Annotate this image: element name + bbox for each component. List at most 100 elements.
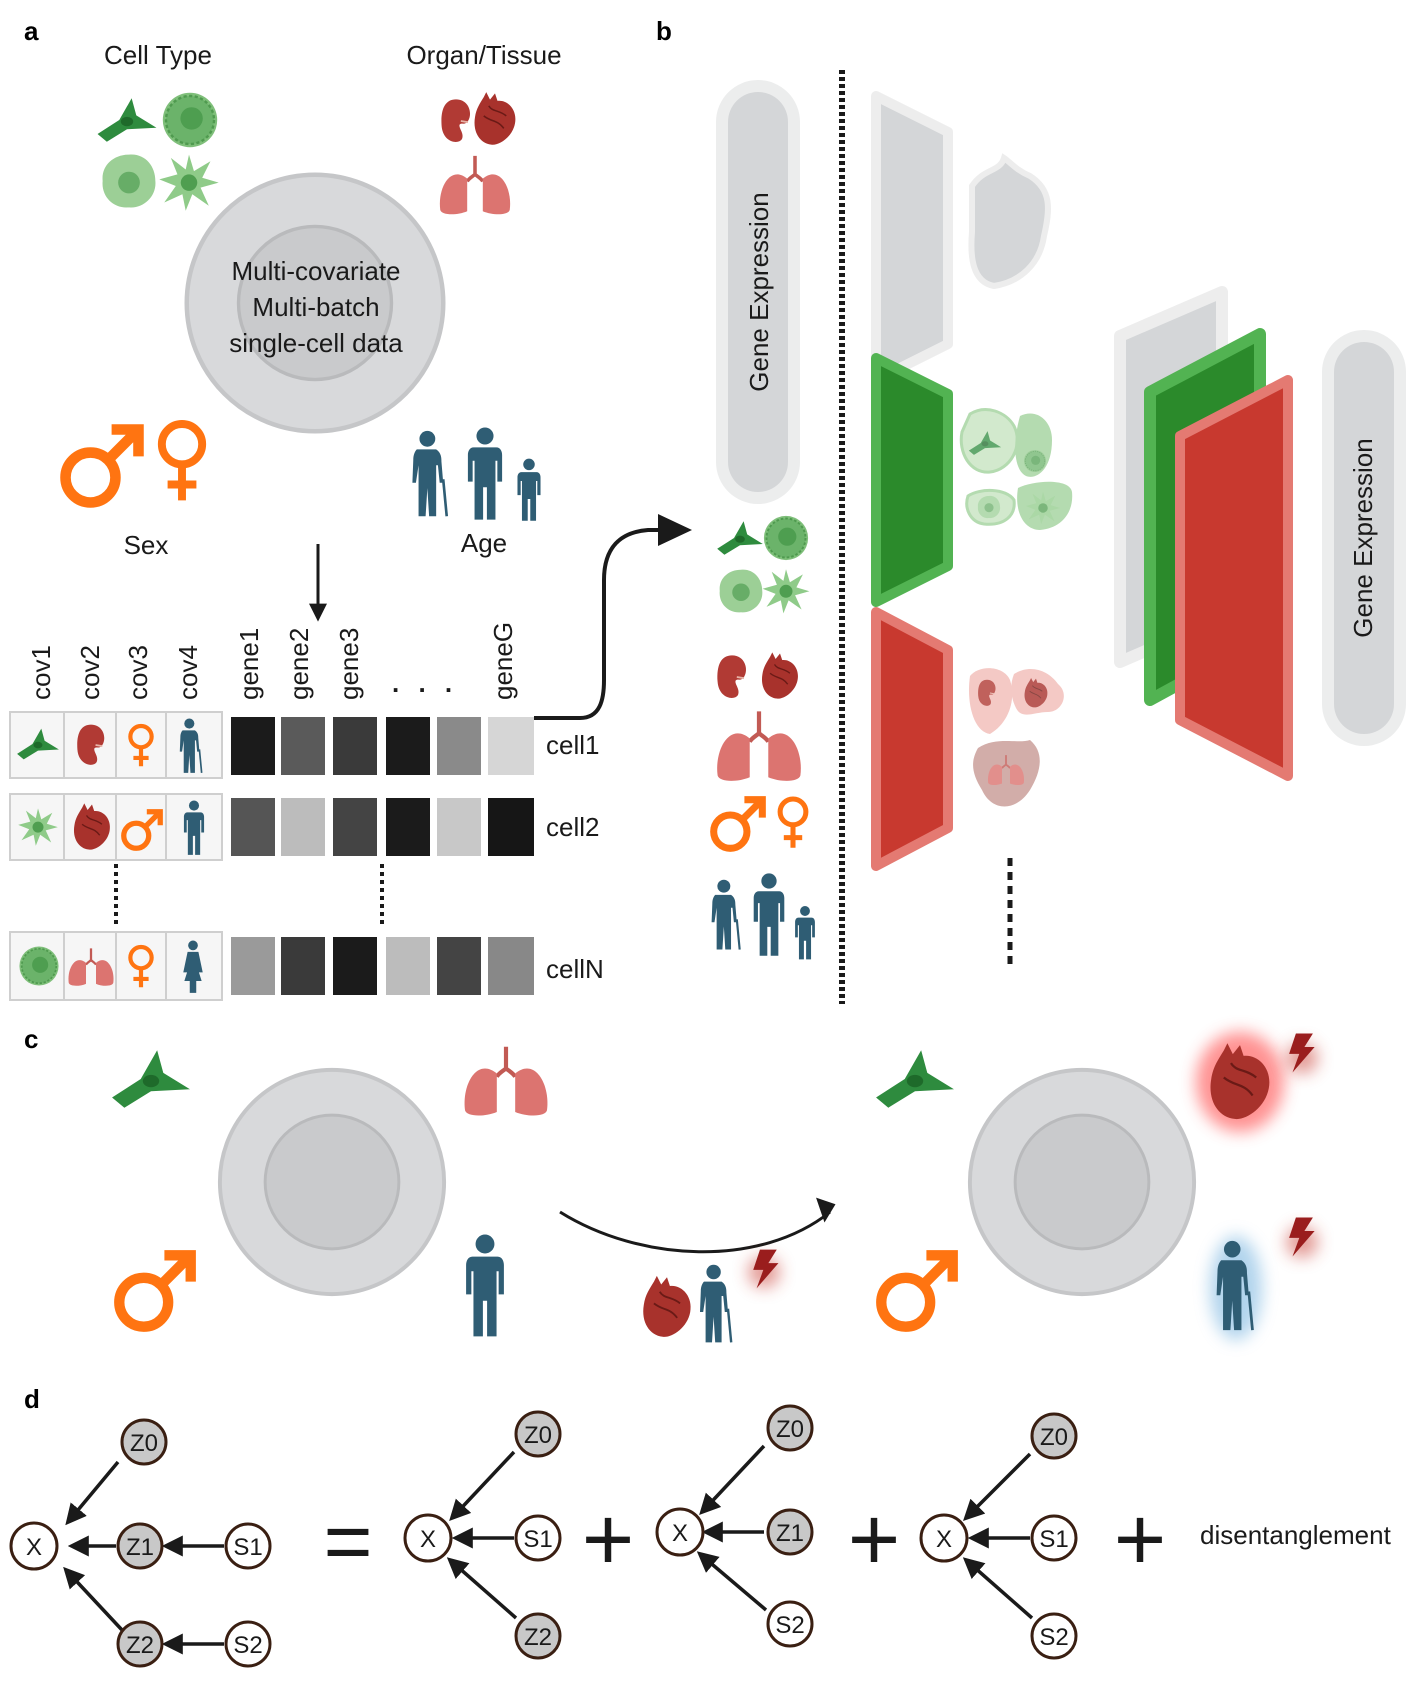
cov1-header: cov1 bbox=[26, 645, 56, 700]
adult-icon bbox=[466, 1234, 504, 1337]
fibroblast-icon bbox=[112, 1050, 190, 1108]
row-label-cell1: cell1 bbox=[546, 730, 599, 760]
child-icon bbox=[795, 906, 815, 960]
expression-cell bbox=[488, 798, 534, 856]
round-cell-icon bbox=[18, 945, 60, 987]
matrix-row-2: cell2 bbox=[9, 793, 599, 861]
kidney-icon bbox=[440, 98, 472, 143]
male-icon bbox=[881, 1255, 952, 1326]
transfer-arrow bbox=[559, 1210, 831, 1254]
heart-icon bbox=[761, 651, 799, 700]
fibroblast-icon bbox=[717, 521, 763, 555]
panel-label-b: b bbox=[656, 16, 672, 46]
organ-latent bbox=[968, 668, 1064, 807]
panel-label-a: a bbox=[24, 16, 39, 46]
gene1-header: gene1 bbox=[234, 628, 264, 700]
cell-circle-icon bbox=[217, 1067, 447, 1297]
curved-arrow-head bbox=[658, 514, 692, 546]
elder-icon bbox=[698, 1264, 733, 1344]
panel-d: X Z0 Z1 Z2 S1 S2 = X Z0 S1 Z2 + bbox=[9, 1404, 1392, 1668]
cov4-header: cov4 bbox=[173, 645, 203, 700]
node-z0-label: Z0 bbox=[1040, 1424, 1068, 1451]
expression-cell bbox=[437, 717, 481, 775]
node-z0-label: Z0 bbox=[130, 1430, 158, 1457]
male-icon bbox=[714, 800, 763, 849]
expression-cell bbox=[437, 798, 481, 856]
graph-full: X Z0 Z1 Z2 S1 S2 bbox=[9, 1418, 272, 1668]
row-label-cell2: cell2 bbox=[546, 812, 599, 842]
panel-b: Gene Expression bbox=[712, 70, 1406, 1004]
child-icon bbox=[517, 458, 541, 521]
gene-expression-label-right: Gene Expression bbox=[1348, 438, 1378, 637]
round-cell-icon bbox=[161, 91, 219, 149]
node-z1-label: Z1 bbox=[776, 1520, 804, 1547]
decoder-red bbox=[1175, 375, 1293, 781]
round-cell-icon bbox=[762, 514, 810, 562]
encoder-red bbox=[871, 607, 953, 871]
gene2-header: gene2 bbox=[284, 628, 314, 700]
node-s1-label: S1 bbox=[233, 1534, 262, 1561]
node-z1 bbox=[116, 1522, 164, 1570]
geneG-header: geneG bbox=[488, 622, 518, 700]
center-line-3: single-cell data bbox=[229, 328, 403, 358]
kidney-icon bbox=[716, 654, 748, 699]
dendritic-cell-icon bbox=[159, 154, 219, 211]
gene-expression-label-left: Gene Expression bbox=[744, 192, 774, 391]
expression-cell bbox=[386, 717, 430, 775]
lung-icon bbox=[438, 154, 512, 217]
cell-type-latent bbox=[959, 408, 1073, 530]
graph-s1: X Z0 S1 Z2 bbox=[403, 1410, 562, 1660]
curved-arrow bbox=[534, 528, 664, 720]
organ-tissue-label: Organ/Tissue bbox=[406, 40, 561, 70]
expression-cell bbox=[386, 798, 430, 856]
node-z0 bbox=[120, 1418, 168, 1466]
expression-cell bbox=[281, 937, 325, 995]
expression-cell bbox=[281, 798, 325, 856]
node-z2-label: Z2 bbox=[524, 1624, 552, 1651]
node-s1-label: S1 bbox=[523, 1526, 552, 1553]
blob-cell-icon bbox=[719, 569, 763, 613]
node-s1-label: S1 bbox=[1039, 1526, 1068, 1553]
male-icon bbox=[66, 430, 139, 503]
matrix-row-1: cell1 bbox=[9, 711, 599, 779]
node-s1 bbox=[224, 1522, 272, 1570]
equals-sign: = bbox=[323, 1494, 372, 1588]
fibroblast-icon bbox=[876, 1050, 954, 1108]
node-s2-label: S2 bbox=[1039, 1624, 1068, 1651]
panel-label-c: c bbox=[24, 1024, 38, 1054]
expression-cell bbox=[437, 937, 481, 995]
panel-label-d: d bbox=[24, 1384, 40, 1414]
cov3-header: cov3 bbox=[123, 645, 153, 700]
elder-icon bbox=[710, 878, 742, 951]
adult-icon bbox=[467, 427, 503, 520]
graph-s1-s2: X Z0 S1 S2 bbox=[919, 1412, 1078, 1660]
expression-cell bbox=[488, 937, 534, 995]
male-icon bbox=[119, 1255, 190, 1326]
dendritic-cell-icon bbox=[762, 569, 810, 614]
encoder-gray bbox=[871, 91, 953, 385]
disentanglement-label: disentanglement bbox=[1200, 1520, 1392, 1550]
node-x bbox=[9, 1521, 59, 1571]
lung-icon bbox=[465, 1047, 548, 1116]
encoder-green bbox=[871, 353, 953, 607]
sex-label: Sex bbox=[124, 530, 169, 560]
node-s2-label: S2 bbox=[775, 1612, 804, 1639]
plus-sign-2: + bbox=[848, 1490, 901, 1590]
gene3-header: gene3 bbox=[334, 628, 364, 700]
matrix-row-n: cellN bbox=[9, 931, 604, 1001]
female-icon bbox=[780, 799, 806, 848]
panel-c bbox=[112, 1032, 1318, 1344]
cell-circle-icon bbox=[967, 1067, 1197, 1297]
row-label-celln: cellN bbox=[546, 954, 604, 984]
node-x-label: X bbox=[672, 1520, 688, 1547]
expression-cell bbox=[386, 937, 430, 995]
cell-type-label: Cell Type bbox=[104, 40, 212, 70]
expression-cell bbox=[488, 717, 534, 775]
center-line-2: Multi-batch bbox=[252, 292, 379, 322]
node-z0-label: Z0 bbox=[524, 1422, 552, 1449]
node-z1-label: Z1 bbox=[126, 1534, 154, 1561]
expression-cell bbox=[333, 717, 377, 775]
expression-cell bbox=[281, 717, 325, 775]
node-z2 bbox=[116, 1620, 164, 1668]
node-s2 bbox=[224, 1620, 272, 1668]
